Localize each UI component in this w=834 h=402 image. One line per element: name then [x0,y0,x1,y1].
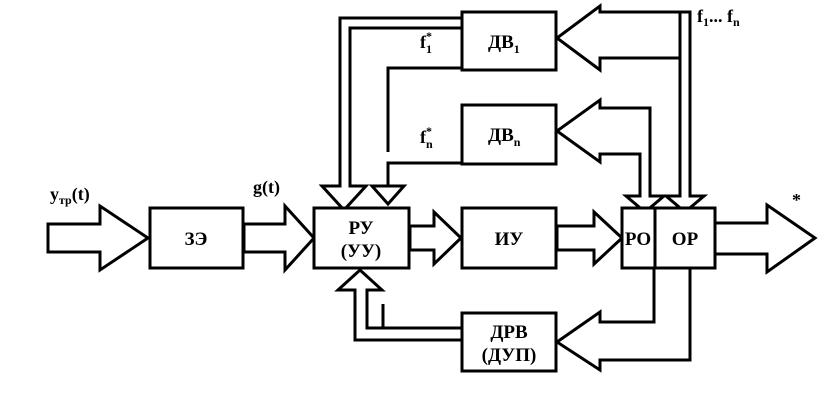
drv-sublabel: (ДУП) [482,345,537,366]
disturbance-bus-arrow [661,10,709,214]
ze-to-ru-arrow [242,202,317,274]
ro-to-drv-arrow [554,266,692,373]
drv-block [460,311,558,373]
g-signal-label: g(t) [253,177,280,198]
ro-label: РО [625,229,651,250]
iu-block [460,206,558,270]
dv1-label: ДВ1 [488,32,520,56]
dvn-to-ru-arrow [368,184,408,207]
ru-block [312,206,411,270]
disturbance-to-dv1-arrow [554,3,682,73]
drv-to-ru-arrow [334,267,464,342]
dv1-block [460,10,558,72]
or-block [653,206,717,270]
ru-sublabel: (УУ) [341,241,382,262]
input-arrow [46,203,151,273]
dvn-block [460,103,558,166]
ru-to-iu-arrow [408,208,464,268]
or-label: ОР [672,229,699,250]
disturbance-label: f1... fn [697,6,740,29]
ze-label: ЗЭ [185,229,208,250]
ro-block [620,206,657,270]
dvn-label: ДВn [488,125,521,149]
fn-star-label: f*n [420,124,433,151]
f1-feedback-line [386,66,462,152]
ru-feedback-line [381,304,462,332]
f1-star-label: f*1 [420,29,432,56]
disturbance-to-dvn-arrow [554,97,669,214]
drv-label: ДРВ [490,322,528,343]
iu-to-ro-arrow [555,208,625,268]
output-arrow [713,202,818,275]
dv1-to-ru-arrow [318,16,464,213]
input-signal-label: yтр(t) [50,184,90,207]
ze-block [148,206,245,270]
iu-label: ИУ [495,229,524,250]
output-mark: * [792,190,801,210]
ru-label: РУ [348,218,373,239]
